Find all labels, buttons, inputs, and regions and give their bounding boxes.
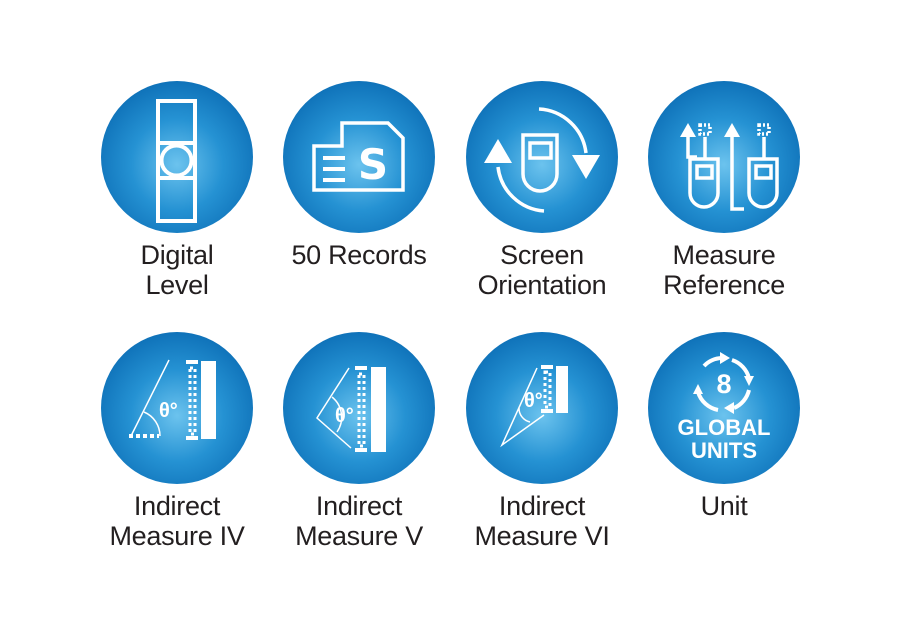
theta-label: θ° bbox=[159, 400, 178, 422]
theta-label: θ° bbox=[335, 405, 354, 427]
indirect-measure-vi-icon: θ° bbox=[466, 332, 618, 484]
feature-label: 50 Records bbox=[291, 240, 427, 270]
indirect-measure-iv-icon: θ° bbox=[101, 332, 253, 484]
records-icon: S bbox=[283, 81, 435, 233]
global-text: GLOBAL bbox=[678, 415, 771, 440]
feature-50-records: S 50 Records bbox=[268, 81, 450, 270]
records-s-glyph: S bbox=[358, 140, 388, 189]
digital-level-icon bbox=[101, 81, 253, 233]
measure-reference-icon bbox=[648, 81, 800, 233]
feature-unit: 8 GLOBAL UNITS Unit bbox=[633, 332, 815, 521]
units-text: UNITS bbox=[691, 438, 757, 463]
units-count: 8 bbox=[716, 369, 731, 399]
feature-label: Unit bbox=[700, 491, 748, 521]
indirect-measure-v-icon: θ° bbox=[283, 332, 435, 484]
screen-orientation-icon bbox=[466, 81, 618, 233]
global-units-icon: 8 GLOBAL UNITS bbox=[648, 332, 800, 484]
theta-label: θ° bbox=[524, 390, 543, 412]
